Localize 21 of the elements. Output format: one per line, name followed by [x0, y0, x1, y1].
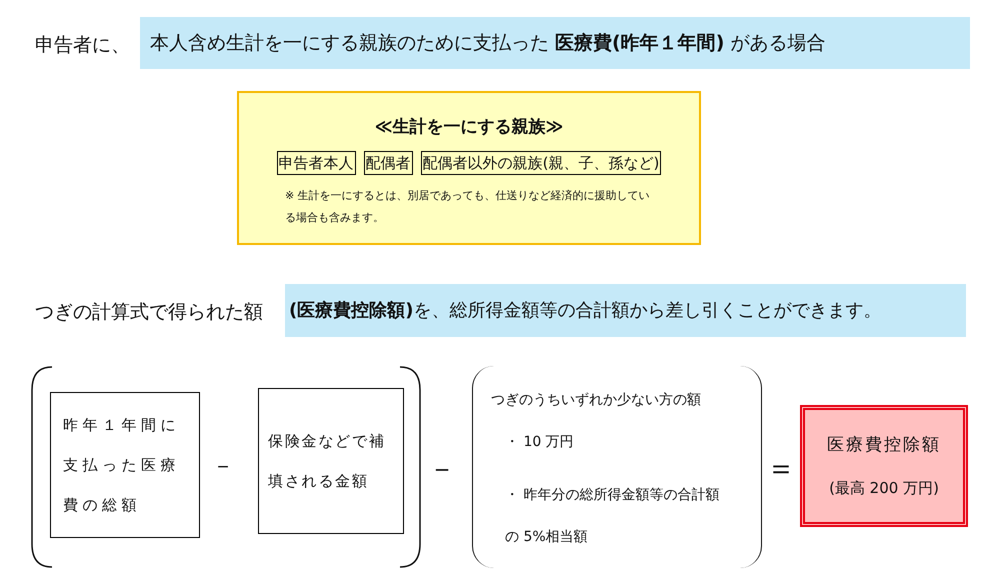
panel-heading: ≪生計を一にする親族≫ [374, 116, 564, 139]
intro-text: 申告者に、 [35, 33, 130, 58]
condition-heading: つぎのうちいずれか少ない方の額 [491, 391, 702, 410]
condition-item: ・ 10 万円 [504, 433, 575, 452]
relative-tag: 申告者本人 [276, 150, 356, 174]
amount-box: 保険金などで補填される金額 [258, 388, 404, 534]
highlight-band: 本人含め生計を一にする親族のために支払った 医療費(昨年１年間) がある場合 [140, 17, 970, 69]
result-title: 医療費控除額 [826, 434, 942, 457]
amount-box: 昨年１年間に支払った医療費の総額 [50, 392, 200, 538]
result-box [800, 405, 968, 527]
result-limit: (最高 200 万円) [829, 478, 939, 498]
highlight-band: (医療費控除額)を、総所得金額等の合計額から差し引くことができます。 [285, 284, 966, 337]
footnote: ※ 生計を一にするとは、別居であっても、仕送りなど経済的に援助している場合も含みます。 [284, 188, 651, 226]
relative-tag: 配偶者 [364, 150, 413, 174]
minus-sign: － [428, 451, 456, 487]
condition-item: ・ 昨年分の総所得金額等の合計額の 5%相当額 [504, 486, 720, 547]
equals-sign: ＝ [766, 450, 796, 488]
relative-tag: 配偶者以外の親族(親、子、孫など) [420, 150, 662, 174]
info-panel [237, 91, 701, 245]
minus-sign: － [212, 453, 234, 481]
formula-intro: つぎの計算式で得られた額 [35, 300, 263, 325]
